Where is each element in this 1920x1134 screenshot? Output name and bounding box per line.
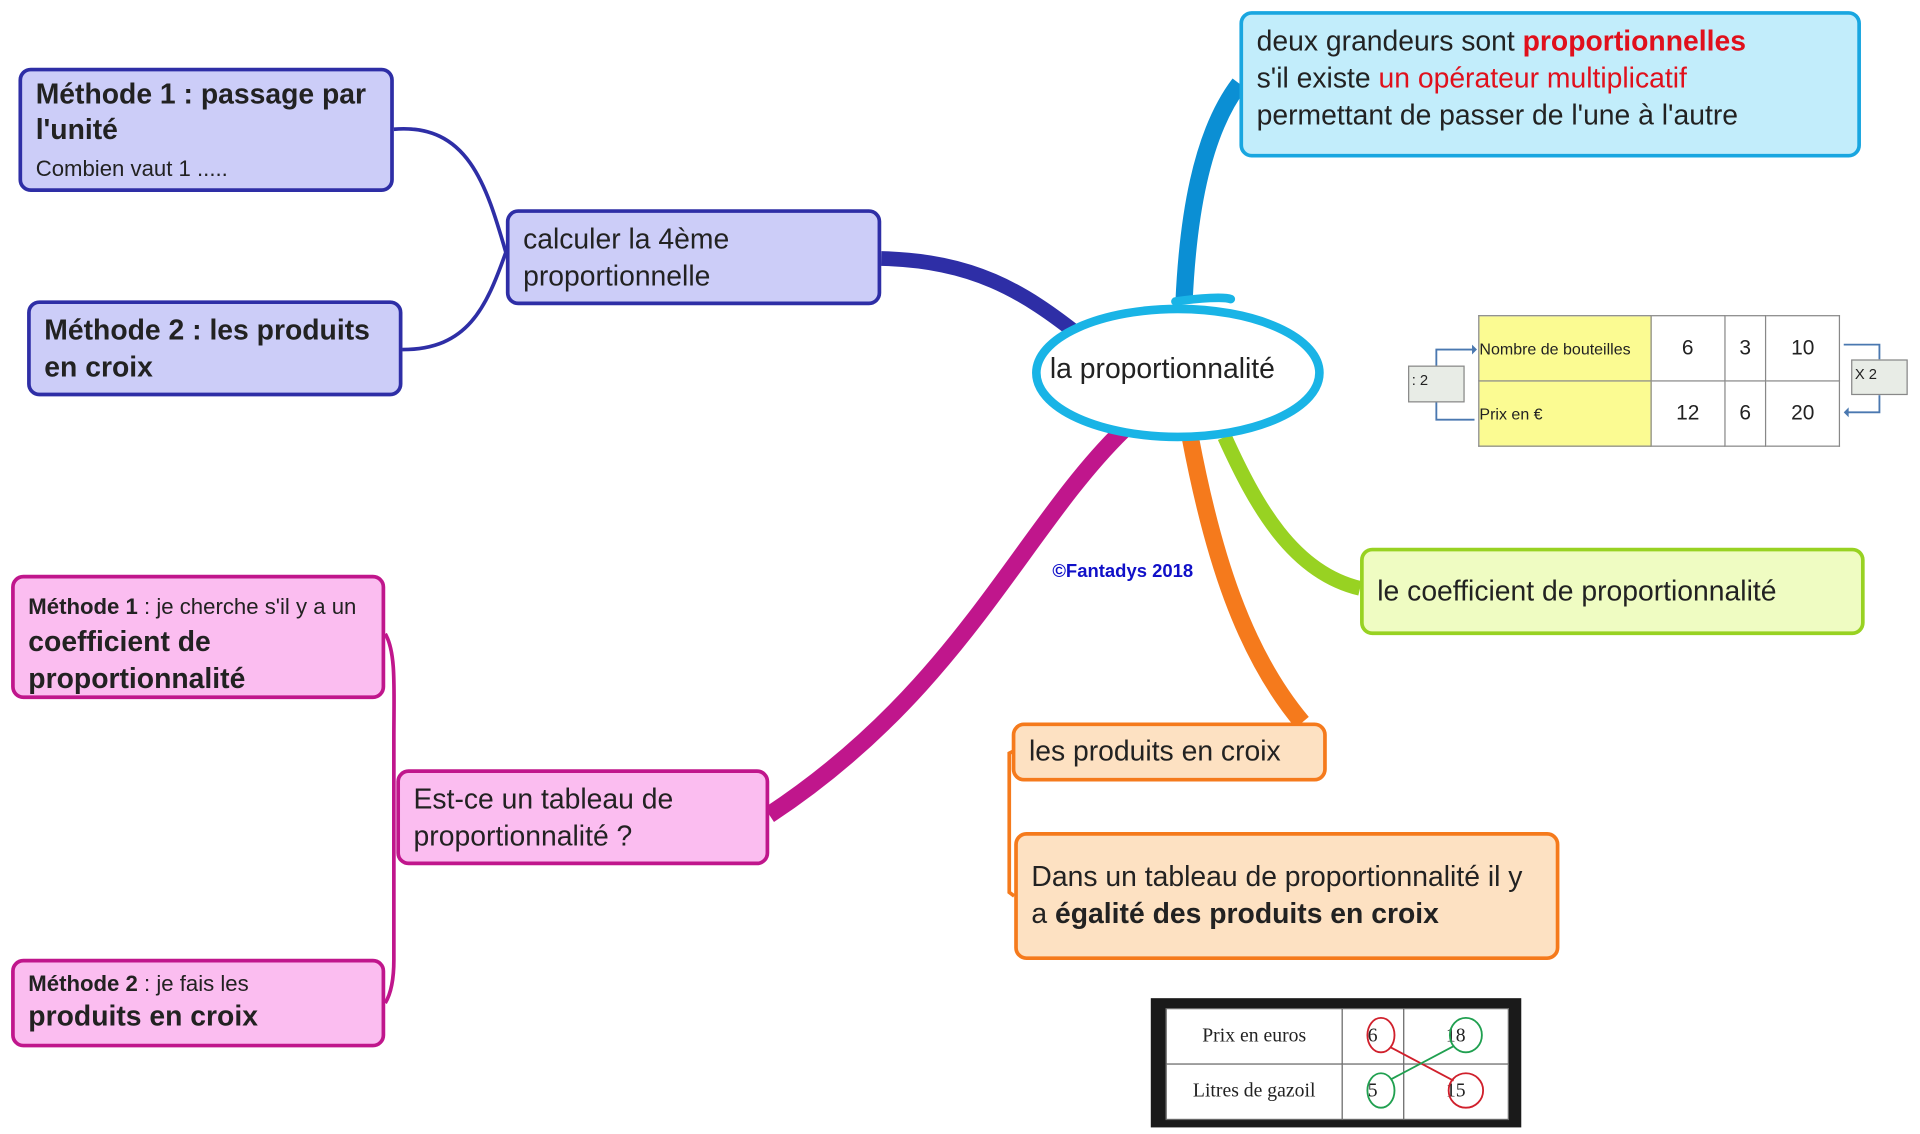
node-title: Méthode 2 : les produits en croix [44,313,370,383]
table-row: Prix en euros 6 18 [1165,1008,1509,1065]
row-header: Nombre de bouteilles [1478,315,1652,382]
table-row: Nombre de bouteilles 6 3 10 [1478,315,1841,382]
node-label: calculer la 4ème proportionnelle [523,222,730,292]
center-ellipse [1032,304,1324,442]
branch-blue [881,251,1088,345]
branch-green [1217,433,1362,596]
table-cell: 15 [1402,1063,1509,1121]
branch-pink-sub [383,632,396,1005]
table-cell: 5 [1341,1063,1404,1121]
node-bold: égalité des produits en croix [1055,897,1439,930]
definition-text: deux grandeurs sont [1256,24,1523,57]
node-text: : je fais les [137,971,249,996]
table-cell: 6 [1650,315,1726,382]
table-cell: 3 [1723,315,1767,382]
node-title: Méthode 1 [28,594,138,620]
table-cell: 20 [1765,380,1841,447]
fourth-proportional-node[interactable]: calculer la 4ème proportionnelle [505,209,882,306]
check-table-node[interactable]: Est-ce un tableau de proportionnalité ? [396,769,770,866]
central-topic[interactable]: la proportionnalité [1049,352,1275,385]
multiply-operator: X 2 [1851,359,1908,396]
fuel-table-image: Prix en euros 6 18 Litres de gazoil 5 15 [1150,998,1522,1128]
branch-blue-m1 [393,127,508,253]
check-method2-node[interactable]: Méthode 2 : je fais les produits en croix [11,958,386,1048]
method1-unit-node[interactable]: Méthode 1 : passage par l'unité Combien … [18,67,394,193]
definition-highlight: proportionnelles [1522,24,1746,57]
definition-text: s'il existe [1256,61,1379,94]
row-header: Litres de gazoil [1165,1063,1343,1121]
definition-node[interactable]: deux grandeurs sont proportionnelles s'i… [1239,11,1861,158]
table-cell: 10 [1765,315,1841,382]
node-text: : je cherche s'il y a un [137,594,357,620]
table-cell: 6 [1723,380,1767,447]
node-title: Méthode 1 : passage par l'unité [35,77,367,146]
cross-products-node[interactable]: les produits en croix [1011,722,1327,782]
branch-orange-sub [1007,749,1016,898]
node-label: les produits en croix [1028,734,1281,767]
node-bold: produits en croix [28,999,258,1032]
definition-text: permettant de passer de l'une à l'autre [1256,98,1739,131]
node-label: Est-ce un tableau de proportionnalité ? [413,782,674,852]
row-header: Prix en euros [1165,1008,1343,1065]
definition-highlight: un opérateur multiplicatif [1378,61,1687,94]
divide-operator: : 2 [1408,365,1465,403]
table-cell: 6 [1341,1008,1404,1065]
check-method1-node[interactable]: Méthode 1 : je cherche s'il y a un coeff… [11,574,386,700]
cross-circles [1366,1016,1485,1109]
cross-rule-node[interactable]: Dans un tableau de proportionnalité il y… [1014,832,1560,961]
node-title: Méthode 2 [28,971,138,996]
method2-cross-node[interactable]: Méthode 2 : les produits en croix [27,300,403,397]
table-cell: 18 [1402,1008,1509,1065]
table-row: Litres de gazoil 5 15 [1165,1063,1509,1121]
coefficient-node[interactable]: le coefficient de proportionnalité [1360,547,1865,636]
node-label: le coefficient de proportionnalité [1377,574,1777,607]
branch-pink [764,424,1129,822]
branch-orange [1181,435,1309,729]
node-bold: coefficient de proportionnalité [28,625,246,695]
copyright: ©Fantadys 2018 [1052,561,1194,583]
row-header: Prix en € [1478,380,1652,447]
node-subtitle: Combien vaut 1 ..... [35,156,228,181]
branch-blue-m2 [402,251,508,352]
branch-cyan [1175,78,1247,302]
node-text: Dans un tableau de proportionnalité il y… [1031,860,1523,930]
table-cell: 12 [1650,380,1726,447]
table-row: Prix en € 12 6 20 [1478,380,1841,447]
bottles-table: Nombre de bouteilles 6 3 10 Prix en € 12… [1478,315,1841,447]
